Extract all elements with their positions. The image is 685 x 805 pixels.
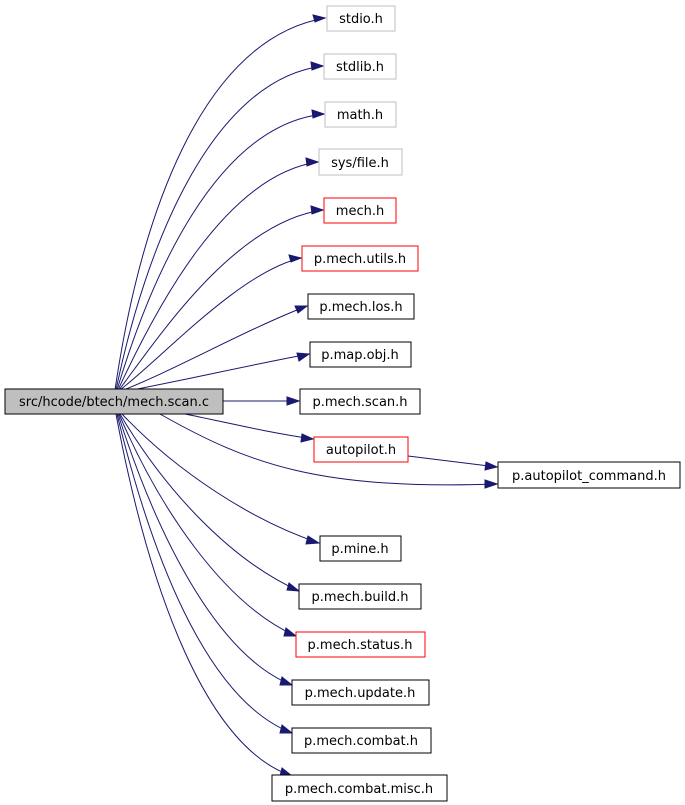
edge-arrowhead bbox=[312, 14, 327, 23]
node-label: p.mech.los.h bbox=[319, 300, 402, 315]
edge-root-pmechlos bbox=[120, 305, 308, 392]
node-math-h[interactable]: math.h bbox=[324, 101, 397, 128]
node-p-mech-update-h[interactable]: p.mech.update.h bbox=[291, 679, 430, 706]
edge-root-stdlib bbox=[115, 65, 324, 391]
node-label: math.h bbox=[337, 108, 383, 123]
edge-root-stdio bbox=[114, 17, 326, 391]
edge-arrowhead bbox=[286, 582, 301, 592]
edge-root-pmechcombatmisc bbox=[115, 413, 293, 777]
root-node-label: src/hcode/btech/mech.scan.c bbox=[19, 395, 209, 410]
node-label: p.mech.combat.misc.h bbox=[285, 782, 433, 797]
node-label: p.mech.build.h bbox=[312, 590, 409, 605]
edge-root-pmechupdate bbox=[117, 413, 293, 686]
node-stdlib-h[interactable]: stdlib.h bbox=[323, 53, 397, 80]
edge-arrowhead bbox=[310, 205, 325, 215]
node-p-mech-los-h[interactable]: p.mech.los.h bbox=[307, 293, 415, 320]
node-p-mech-combat-h[interactable]: p.mech.combat.h bbox=[291, 727, 432, 754]
edge-root-pmapobj bbox=[121, 353, 310, 393]
edge-root-pmechcombat bbox=[116, 413, 293, 734]
node-label: autopilot.h bbox=[326, 443, 396, 458]
edge-layer bbox=[114, 14, 499, 777]
edge-arrowhead bbox=[484, 461, 499, 471]
node-label: stdlib.h bbox=[336, 60, 384, 75]
edge-root-sysfile bbox=[117, 161, 319, 391]
edge-root-pmechbuild bbox=[119, 413, 300, 592]
node-p-mech-build-h[interactable]: p.mech.build.h bbox=[298, 583, 422, 610]
edge-arrowhead bbox=[288, 254, 303, 263]
edge-arrowhead bbox=[279, 676, 294, 686]
edge-arrowhead bbox=[310, 61, 325, 71]
node-label: mech.h bbox=[336, 204, 384, 219]
edge-root-mech bbox=[118, 209, 324, 391]
edge-arrowhead bbox=[286, 396, 301, 406]
edge-arrowhead bbox=[305, 535, 321, 545]
root-node[interactable]: src/hcode/btech/mech.scan.c bbox=[4, 388, 224, 415]
node-layer: src/hcode/btech/mech.scan.c stdio.h stdl… bbox=[4, 5, 681, 802]
edge-arrowhead bbox=[279, 724, 294, 734]
edge-arrowhead bbox=[294, 305, 309, 314]
node-label: stdio.h bbox=[339, 12, 383, 27]
node-label: p.mech.scan.h bbox=[312, 395, 407, 410]
node-label: p.mech.combat.h bbox=[304, 734, 418, 749]
edge-arrowhead bbox=[305, 157, 320, 167]
node-label: p.map.obj.h bbox=[321, 348, 399, 363]
node-stdio-h[interactable]: stdio.h bbox=[326, 5, 396, 32]
edge-root-pmine bbox=[121, 413, 320, 544]
node-sys-file-h[interactable]: sys/file.h bbox=[318, 148, 403, 176]
edge-arrowhead bbox=[300, 433, 315, 443]
node-p-mech-scan-h[interactable]: p.mech.scan.h bbox=[299, 388, 421, 415]
edge-root-pmechutils bbox=[119, 257, 302, 391]
edge-autopilot-pautopilotcmd bbox=[407, 455, 498, 468]
node-p-mech-combat-misc-h[interactable]: p.mech.combat.misc.h bbox=[271, 774, 448, 802]
node-label: p.mech.status.h bbox=[308, 638, 413, 653]
edge-root-pautopilotcmd bbox=[159, 413, 498, 486]
node-mech-h[interactable]: mech.h bbox=[323, 197, 397, 224]
node-label: p.mine.h bbox=[331, 542, 388, 557]
node-p-mech-status-h[interactable]: p.mech.status.h bbox=[295, 631, 426, 658]
node-label: p.mech.utils.h bbox=[314, 252, 406, 267]
edge-arrowhead bbox=[283, 627, 298, 637]
node-p-autopilot-command-h[interactable]: p.autopilot_command.h bbox=[497, 461, 681, 489]
node-p-mine-h[interactable]: p.mine.h bbox=[319, 535, 402, 562]
node-autopilot-h[interactable]: autopilot.h bbox=[313, 436, 409, 463]
edge-root-pmechstatus bbox=[118, 413, 297, 637]
edge-root-math bbox=[116, 113, 325, 391]
edge-root-autopilot bbox=[184, 413, 314, 440]
edge-arrowhead bbox=[296, 352, 311, 362]
node-label: p.autopilot_command.h bbox=[512, 469, 666, 484]
edge-arrowhead bbox=[484, 479, 499, 489]
node-label: sys/file.h bbox=[331, 156, 389, 171]
node-label: p.mech.update.h bbox=[305, 686, 416, 701]
node-p-map-obj-h[interactable]: p.map.obj.h bbox=[309, 341, 412, 368]
node-p-mech-utils-h[interactable]: p.mech.utils.h bbox=[301, 245, 419, 272]
edge-arrowhead bbox=[311, 109, 326, 119]
